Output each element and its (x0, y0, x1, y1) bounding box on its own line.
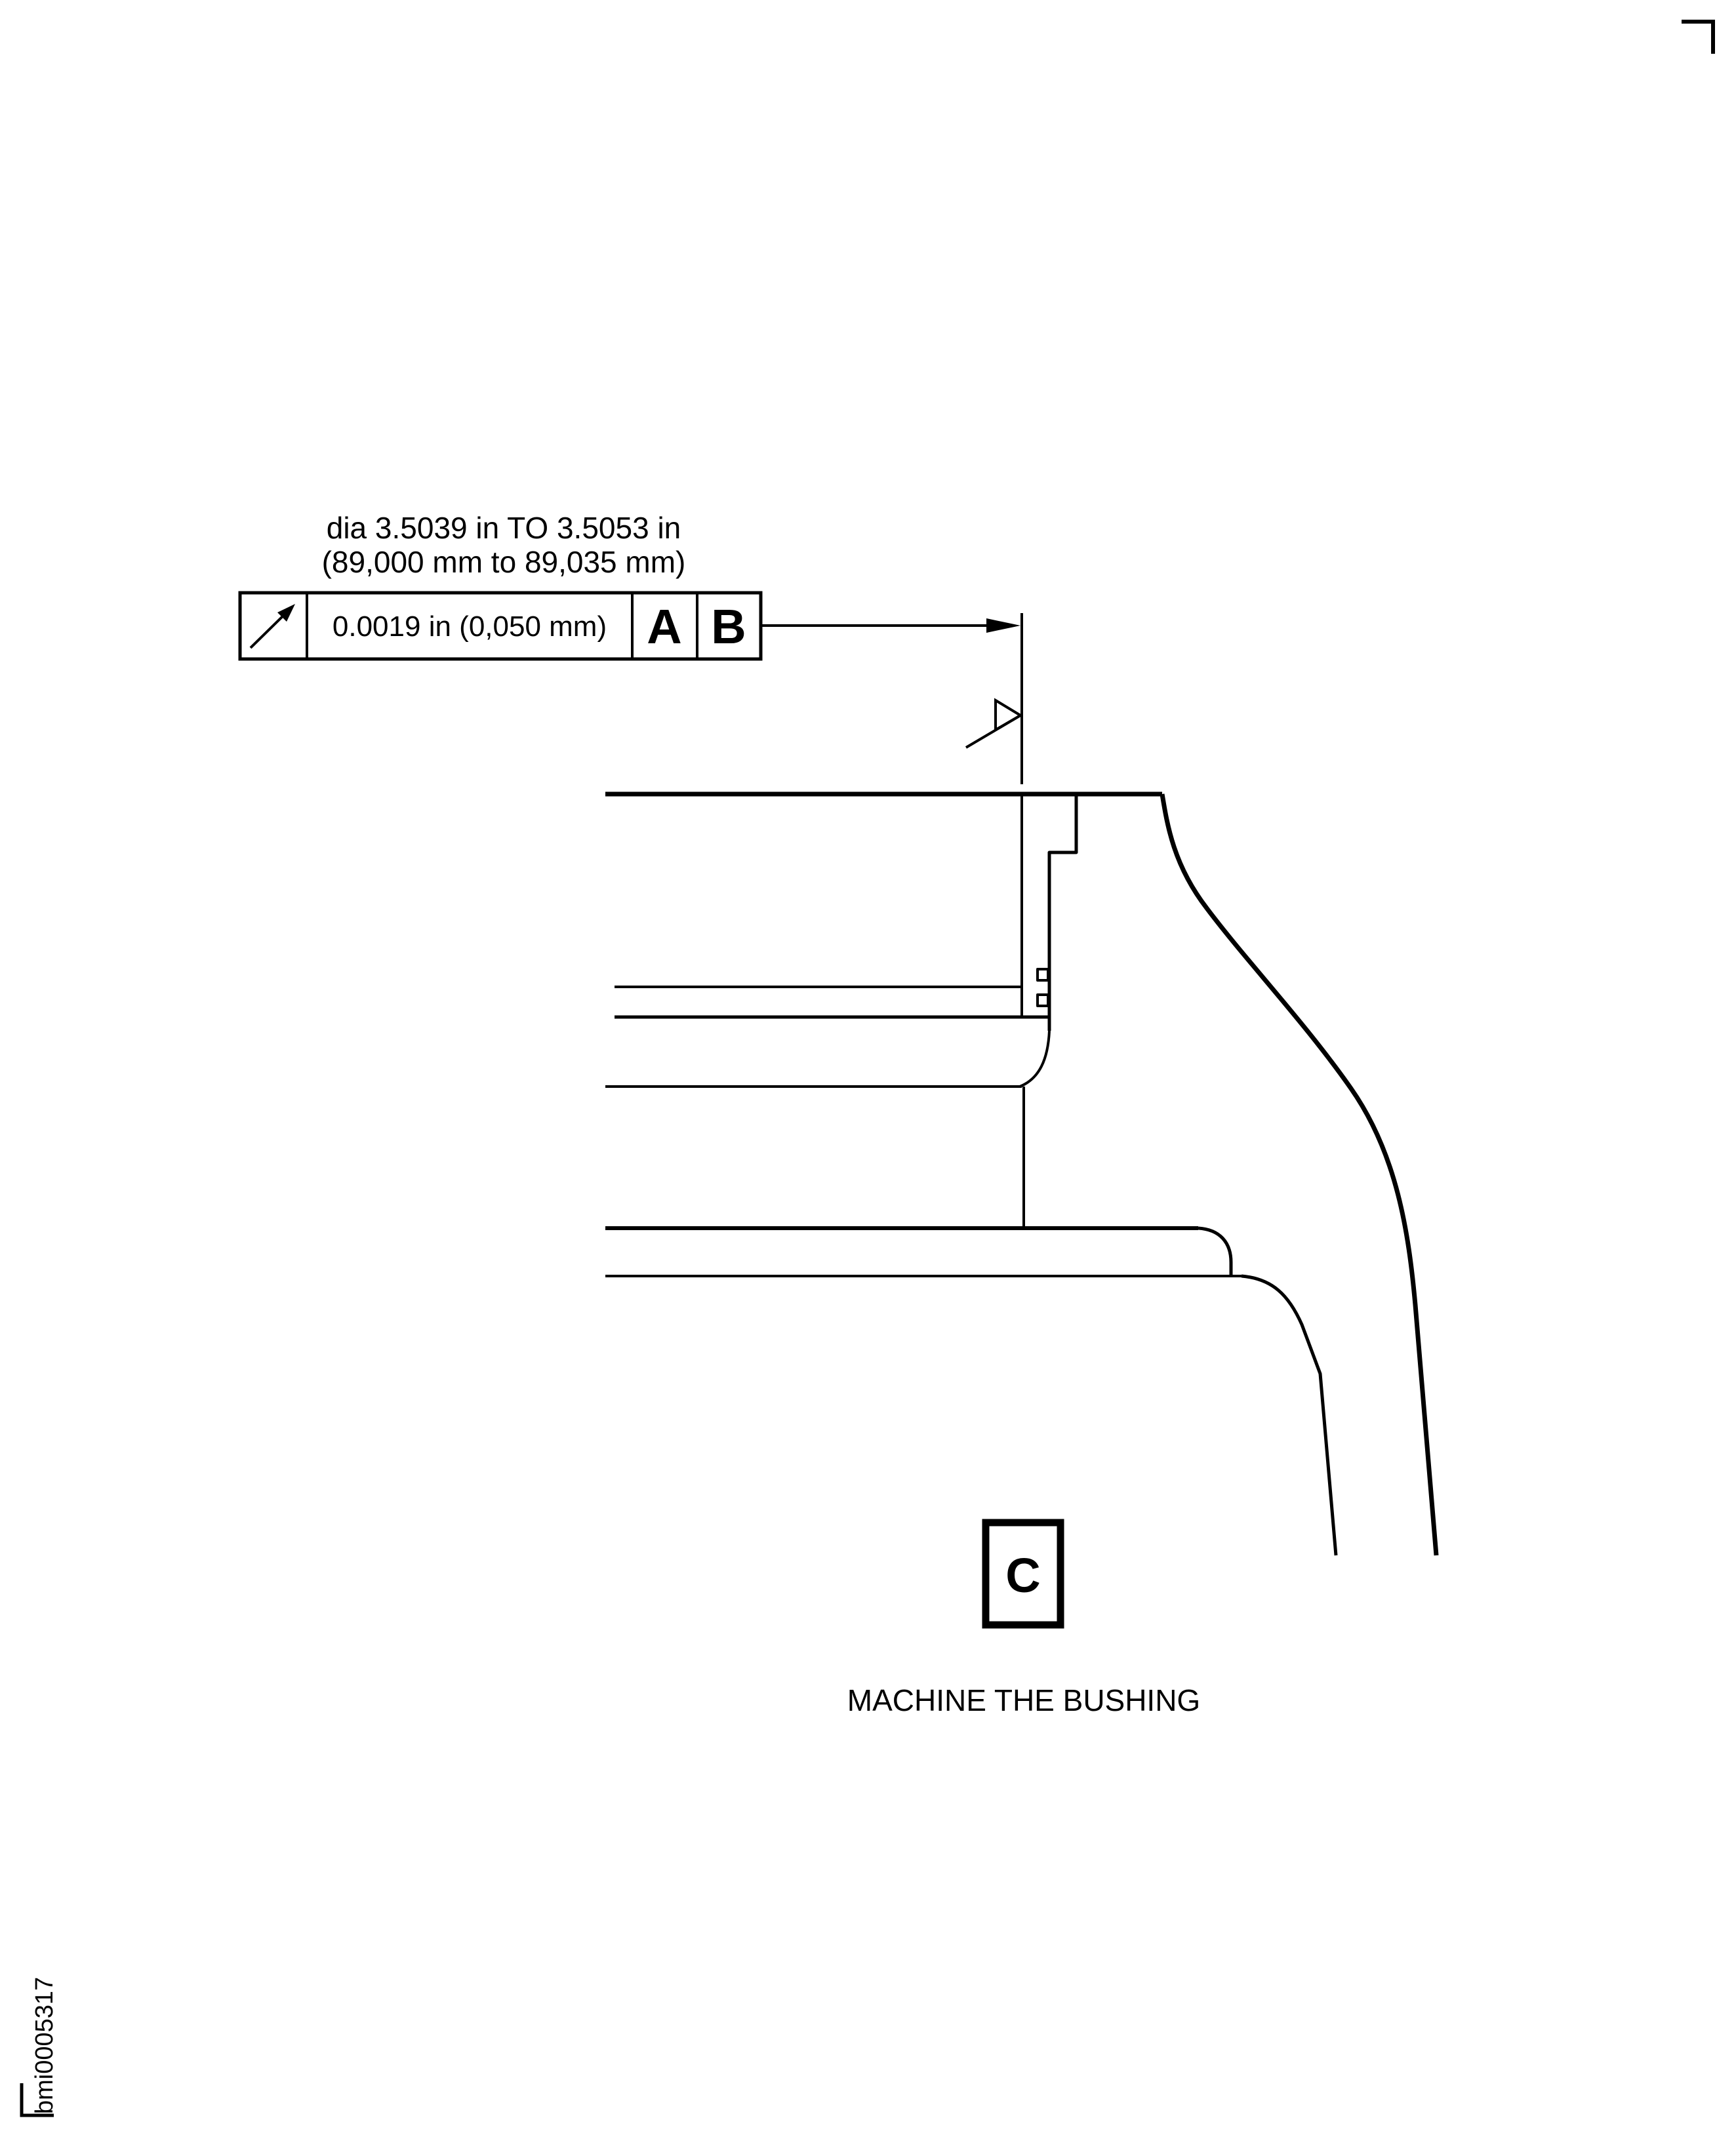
datum-secondary: B (711, 599, 746, 654)
view-callout-label: C (1005, 1548, 1040, 1603)
corner-mark-bottom-left (20, 2083, 54, 2117)
bushing-section (605, 791, 1439, 1556)
leader-arrow (761, 618, 1020, 633)
dimension-line-1: dia 3.5039 in TO 3.5053 in (327, 511, 681, 545)
figure-id: bmi0005317 (31, 1977, 58, 2114)
datum-triangle-icon (965, 698, 1023, 749)
tolerance-value: 0.0019 in (0,050 mm) (333, 610, 607, 643)
runout-arrow-icon (249, 604, 295, 649)
feature-control-frame: 0.0019 in (0,050 mm) A B (238, 591, 763, 661)
dimension-line-2: (89,000 mm to 89,035 mm) (322, 545, 686, 579)
view-callout: C (982, 1519, 1064, 1629)
datum-primary: A (647, 599, 681, 654)
corner-mark-top-right (1682, 20, 1715, 54)
figure-caption: MACHINE THE BUSHING (847, 1683, 1200, 1717)
